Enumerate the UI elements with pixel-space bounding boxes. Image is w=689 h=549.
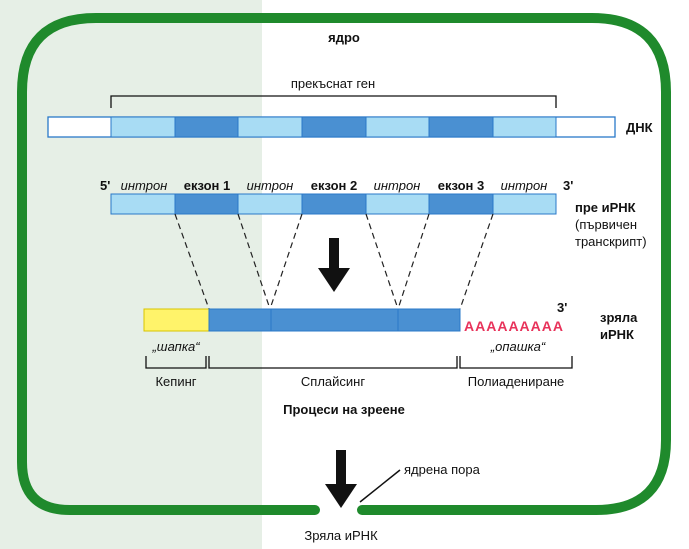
pre-mrna-segment-label: екзон 2 xyxy=(311,178,358,193)
splice-line xyxy=(269,213,303,310)
nuclear-membrane xyxy=(17,13,671,515)
gene-bracket-label: прекъснат ген xyxy=(291,76,375,91)
cap-segment xyxy=(143,308,210,332)
polyadenylation-bracket xyxy=(459,356,573,369)
nucleus-label: ядро xyxy=(328,30,360,45)
dna-gene-segments xyxy=(110,116,557,138)
dna-intron-1 xyxy=(110,116,176,138)
pre-mrna-exon-1 xyxy=(174,193,239,215)
dna-intron-3 xyxy=(365,116,430,138)
mature-mrna-bar xyxy=(208,308,461,332)
left-shaded-band xyxy=(0,0,262,549)
mature-exon-3 xyxy=(397,308,461,332)
mature-mrna-3-end: 3' xyxy=(557,300,567,315)
pre-mrna-name: пре иРНК xyxy=(575,200,636,215)
pre-mrna-exon-3 xyxy=(428,193,494,215)
pre-mrna-intron-3 xyxy=(365,193,430,215)
pre-mrna-segment-label: интрон xyxy=(374,178,421,193)
pre-mrna-segment-label: интрон xyxy=(501,178,548,193)
mature-exon-1 xyxy=(208,308,272,332)
maturation-title: Процеси на зреене xyxy=(283,402,405,417)
dna-exon-1 xyxy=(174,116,239,138)
dna-exon-2 xyxy=(301,116,367,138)
splicing-label: Сплайсинг xyxy=(301,374,365,389)
pre-mrna-intron-4 xyxy=(492,193,557,215)
splicing-bracket xyxy=(208,356,458,369)
export-arrow-icon xyxy=(325,450,357,508)
nuclear-pore-label: ядрена пора xyxy=(404,462,481,477)
capping-label: Кепинг xyxy=(155,374,196,389)
down-arrow-icon xyxy=(318,238,350,292)
polyadenylation-label: Полиадениране xyxy=(468,374,565,389)
pre-mrna-subtitle: (първичен xyxy=(575,217,637,232)
mature-mrna-output-label: Зряла иРНК xyxy=(304,528,378,543)
pre-mrna-segment-label: екзон 1 xyxy=(184,178,231,193)
splice-line xyxy=(365,213,399,310)
splice-line xyxy=(174,213,210,310)
splice-line xyxy=(237,213,271,310)
pre-mrna-intron-1 xyxy=(110,193,176,215)
gene-bracket xyxy=(110,95,557,108)
pre-mrna-segment-label: интрон xyxy=(121,178,168,193)
splice-lines xyxy=(174,213,494,310)
tail-label: „опашка“ xyxy=(490,339,546,354)
pre-mrna-3-end: 3' xyxy=(563,178,573,193)
dna-exon-3 xyxy=(428,116,494,138)
dna-label: ДНК xyxy=(626,120,653,135)
capping-bracket xyxy=(145,356,207,369)
pre-mrna-exon-2 xyxy=(301,193,367,215)
pre-mrna-5-end: 5' xyxy=(100,178,110,193)
dna-intron-2 xyxy=(237,116,303,138)
mature-exon-2 xyxy=(270,308,399,332)
pre-mrna-segment-label: екзон 3 xyxy=(438,178,485,193)
mature-mrna-name: зряла xyxy=(600,310,638,325)
splice-line xyxy=(459,213,494,310)
mature-mrna-name: иРНК xyxy=(600,327,634,342)
cap-label: „шапка“ xyxy=(151,339,200,354)
pre-mrna-segment-label: интрон xyxy=(247,178,294,193)
dna-intron-4 xyxy=(492,116,557,138)
poly-a-tail: AAAAAAAAA xyxy=(464,318,564,334)
pore-leader-line xyxy=(359,469,401,503)
pre-mrna-bar xyxy=(110,193,557,215)
splice-line xyxy=(397,213,430,310)
pre-mrna-subtitle: транскрипт) xyxy=(575,234,647,249)
pre-mrna-intron-2 xyxy=(237,193,303,215)
